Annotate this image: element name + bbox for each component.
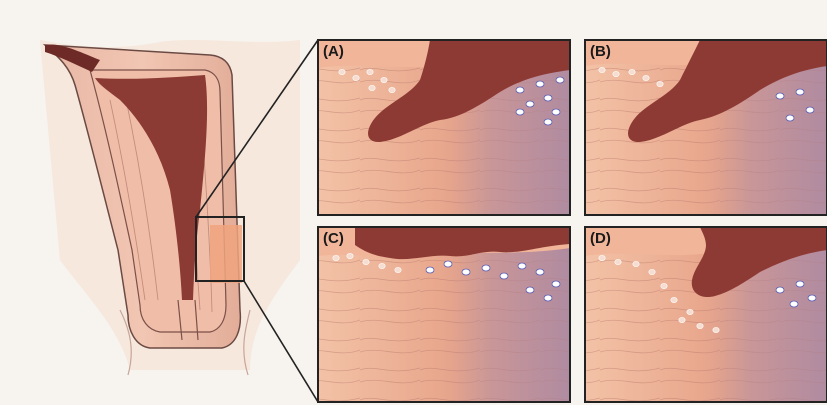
- highlight-region: [210, 225, 242, 283]
- uterus-cross-section: [40, 40, 300, 375]
- panel-d-label: (D): [590, 230, 611, 247]
- panel-a-label: (A): [323, 43, 344, 60]
- panel-a: [318, 40, 570, 215]
- panel-b-label: (B): [590, 43, 611, 60]
- panel-c-label: (C): [323, 230, 344, 247]
- panel-d: [585, 227, 827, 402]
- panel-b: [585, 40, 827, 215]
- panel-c: [318, 227, 570, 402]
